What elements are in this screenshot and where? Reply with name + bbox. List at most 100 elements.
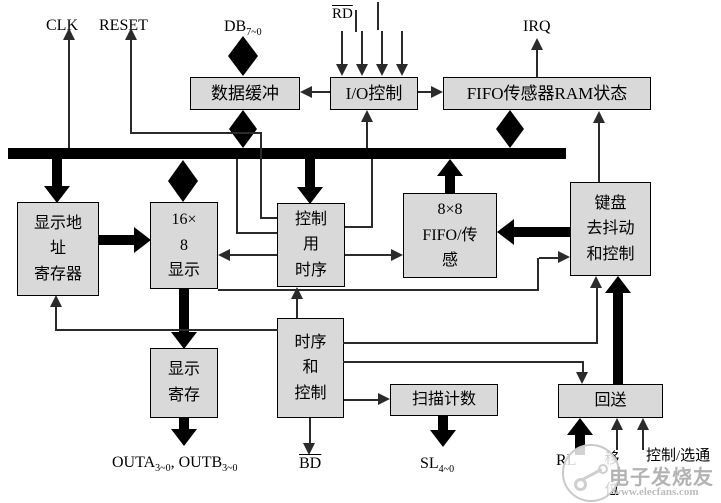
irq-arrowhead bbox=[531, 38, 543, 50]
watermark-stamp-logo bbox=[562, 444, 620, 502]
dispreg-to-out-shaft bbox=[179, 417, 189, 434]
timing-and-control-block: 时序 和 控制 bbox=[277, 318, 344, 418]
io-input-arrowhead-1 bbox=[336, 64, 348, 76]
strobe-to-return-line bbox=[642, 430, 644, 450]
ctrltiming-to-keyboard-h bbox=[218, 289, 538, 291]
signal-tick-1 bbox=[355, 10, 357, 32]
io-input-arrowhead-2 bbox=[356, 64, 368, 76]
io-control-block: I/O控制 bbox=[330, 77, 418, 110]
dispaddr-to-dispram-arrowhead bbox=[134, 227, 151, 253]
ctrltiming-to-dispram-arrowhead bbox=[218, 249, 230, 261]
scancounter-to-sl-shaft bbox=[438, 416, 448, 431]
reset-line-v2 bbox=[260, 132, 262, 219]
bus-to-dispaddr-shaft bbox=[52, 159, 62, 187]
io-input-arrowhead-4 bbox=[396, 64, 408, 76]
bus-to-io-arrowhead bbox=[361, 110, 373, 122]
display-register-block: 显示 寄存 bbox=[150, 348, 218, 418]
reset-pin-label: RESET bbox=[99, 17, 148, 34]
keyboard-debounce-control-block: 键盘 去抖动 和控制 bbox=[570, 182, 651, 276]
data-buffer-block: 数据缓冲 bbox=[190, 77, 300, 110]
timingctrl-to-scancounter-arrowhead bbox=[378, 393, 390, 405]
keyboard-to-fifostatus-line bbox=[598, 123, 600, 182]
dispaddr-to-dispram-shaft bbox=[99, 235, 135, 245]
reset-line-v1 bbox=[130, 40, 132, 134]
io-input-line-3 bbox=[381, 31, 383, 64]
ctrltiming-to-keyboard-arrowhead bbox=[558, 251, 570, 263]
scan-counter-block: 扫描计数 bbox=[390, 384, 498, 416]
strobe-to-return-arrowhead bbox=[637, 418, 649, 430]
keyboard-to-fifo8x8-arrowhead bbox=[497, 219, 514, 245]
watermark-logo-circle-large bbox=[574, 478, 587, 491]
timingctrl-to-scancounter-line bbox=[344, 399, 379, 401]
timingctrl-to-keyboard-arrowhead bbox=[590, 276, 602, 288]
return-to-keyboard-shaft bbox=[613, 292, 623, 384]
bus-to-dispaddr-arrowhead bbox=[44, 186, 70, 203]
fifo-sensor-ram-status-block: FIFO传感器RAM状态 bbox=[443, 77, 651, 110]
reset-arrowhead bbox=[125, 28, 137, 40]
io-to-databuffer-arrowhead bbox=[300, 86, 312, 98]
outa-outb-pin-label: OUTA3~0, OUTB3~0 bbox=[112, 454, 238, 475]
display-address-register-block: 显示地 址 寄存器 bbox=[17, 202, 99, 296]
timingctrl-to-keyboard-v bbox=[596, 286, 598, 344]
timingctrl-to-dispaddr-h bbox=[55, 329, 278, 331]
shift-to-return-arrowhead bbox=[611, 418, 623, 430]
bus-to-io-line bbox=[366, 122, 368, 148]
watermark-logo-stroke bbox=[581, 468, 603, 481]
io-to-fifostatus-line bbox=[418, 91, 431, 93]
io-input-line-1 bbox=[341, 31, 343, 64]
timingctrl-to-return-h bbox=[343, 361, 584, 363]
bus-to-control-timing-right-h bbox=[344, 226, 373, 228]
bus-to-control-timing-right-v bbox=[371, 159, 373, 228]
timingctrl-to-bd-line bbox=[309, 418, 311, 444]
timingctrl-to-dispaddr-arrowhead bbox=[50, 295, 62, 307]
reset-line-h1 bbox=[130, 132, 262, 134]
control-strobe-pin-label: 控制/选通 bbox=[646, 448, 711, 464]
bd-pin-label: BD bbox=[299, 455, 322, 472]
bus-to-control-timing-left-h bbox=[236, 232, 277, 234]
io-to-databuffer-line bbox=[312, 91, 330, 93]
db-pin-label: DB7~0 bbox=[224, 18, 262, 39]
return-buffer-block: 回送 bbox=[558, 384, 663, 418]
return-to-keyboard-arrowhead bbox=[605, 276, 631, 293]
timingctrl-to-ctrltiming-line bbox=[296, 299, 298, 318]
irq-line bbox=[536, 50, 538, 77]
bus-to-ctrltiming-arrowhead bbox=[297, 187, 323, 204]
timingctrl-to-return-arrowhead bbox=[576, 372, 588, 384]
dispreg-to-out-arrowhead bbox=[171, 429, 197, 446]
control-timing-block: 控制 用 时序 bbox=[277, 203, 345, 287]
db-to-data-buffer-diamond bbox=[228, 36, 258, 76]
ctrltiming-to-keyboard-h2 bbox=[539, 257, 559, 259]
signal-tick-2 bbox=[377, 2, 379, 30]
keyboard-to-fifo8x8-shaft bbox=[513, 227, 570, 237]
fifo8x8-to-bus-arrowhead bbox=[437, 159, 463, 176]
timingctrl-to-keyboard-h bbox=[343, 342, 598, 344]
dispram-to-dispreg-shaft bbox=[179, 288, 189, 333]
ctrltiming-to-keyboard-v bbox=[537, 258, 539, 291]
watermark-brand-text: 电子发烧友 bbox=[609, 467, 714, 489]
internal-bus bbox=[8, 148, 566, 159]
rl-to-return-shaft bbox=[575, 434, 585, 455]
data-buffer-to-bus-diamond bbox=[229, 110, 257, 148]
rl-to-return-arrowhead bbox=[567, 418, 593, 435]
watermark-site-text: www.elecfans.com bbox=[613, 486, 699, 498]
io-input-arrowhead-3 bbox=[376, 64, 388, 76]
io-input-line-2 bbox=[361, 31, 363, 64]
bus-to-control-timing-left-v bbox=[236, 159, 238, 234]
dispram-to-dispreg-arrowhead bbox=[171, 332, 197, 349]
display-ram-16x8-block: 16× 8 显示 bbox=[150, 202, 218, 289]
timingctrl-to-bd-arrowhead bbox=[303, 443, 315, 455]
shift-to-return-line bbox=[616, 430, 618, 450]
bus-to-fifo-status-diamond bbox=[496, 110, 524, 148]
bus-to-ctrltiming-shaft bbox=[305, 159, 315, 188]
irq-pin-label: IRQ bbox=[523, 18, 551, 35]
reset-line-h2 bbox=[260, 217, 277, 219]
fifo-sensor-8x8-block: 8×8 FIFO/传 感 bbox=[403, 193, 497, 278]
bus-to-display-ram-diamond bbox=[168, 160, 198, 202]
io-input-line-4 bbox=[401, 31, 403, 64]
io-to-fifostatus-arrowhead bbox=[431, 86, 443, 98]
clk-arrowhead bbox=[63, 28, 75, 40]
fifo8x8-to-bus-shaft bbox=[445, 175, 455, 194]
scancounter-to-sl-arrowhead bbox=[430, 430, 456, 447]
ctrltiming-to-fifo8x8-line bbox=[345, 254, 391, 256]
keyboard-to-fifostatus-arrowhead bbox=[593, 111, 605, 123]
